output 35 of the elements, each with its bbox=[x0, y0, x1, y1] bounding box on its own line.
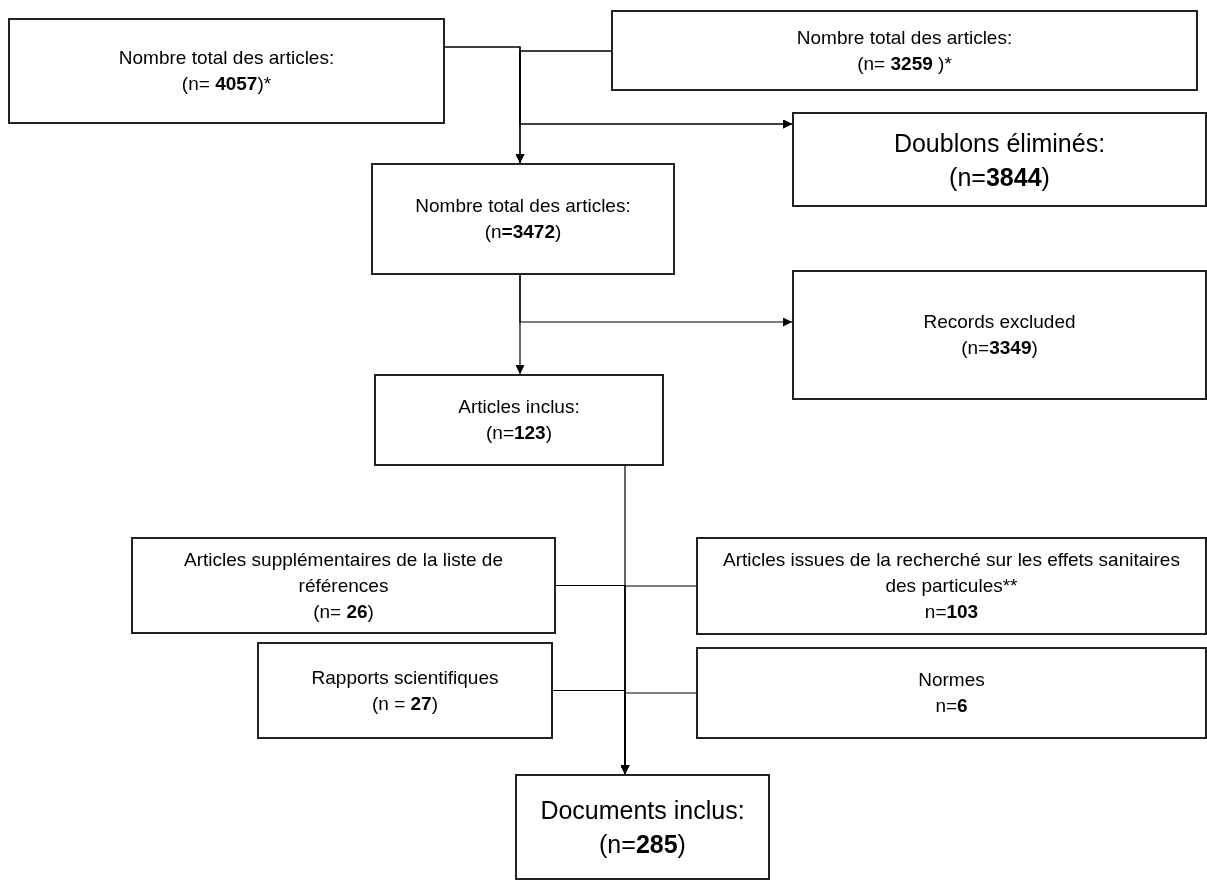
box-text: Documents inclus: bbox=[540, 795, 745, 826]
process-box bbox=[611, 10, 1198, 91]
process-box bbox=[792, 270, 1207, 400]
box-text: Normes bbox=[918, 668, 985, 692]
process-box bbox=[371, 163, 675, 275]
box-text: Nombre total des articles: bbox=[796, 25, 1013, 50]
box-text: Doublons éliminés: bbox=[893, 127, 1106, 159]
arrow bbox=[519, 50, 793, 129]
box-text: Articles supplémentaires de la liste de références bbox=[183, 547, 504, 598]
box-text: n=103 bbox=[924, 600, 979, 624]
box-text: (n=285) bbox=[599, 829, 686, 860]
box-text: (n=123) bbox=[486, 421, 552, 445]
process-box bbox=[257, 642, 553, 739]
box-text: (n = 27) bbox=[372, 691, 438, 716]
box-text: Nombre total des articles: bbox=[118, 46, 335, 70]
process-box bbox=[515, 774, 770, 880]
box-text: (n=3349) bbox=[961, 336, 1038, 360]
box-text: Rapports scientifiques bbox=[311, 665, 499, 690]
box-text: (n=3844) bbox=[949, 161, 1050, 193]
process-box bbox=[696, 647, 1207, 739]
process-box bbox=[374, 374, 664, 466]
arrow bbox=[620, 692, 697, 775]
box-text: Records excluded bbox=[923, 310, 1076, 334]
box-text: (n= 3259 )* bbox=[857, 51, 952, 76]
box-text: n=6 bbox=[935, 694, 968, 718]
box-text: (n= 26) bbox=[313, 599, 374, 624]
box-text: (n= 4057)* bbox=[181, 72, 272, 96]
box-text: Articles inclus: bbox=[458, 395, 580, 419]
process-box bbox=[792, 112, 1207, 207]
process-box bbox=[8, 18, 445, 124]
process-box bbox=[696, 537, 1207, 635]
arrow bbox=[519, 274, 793, 327]
box-text: (n=3472) bbox=[484, 220, 562, 244]
box-text: Nombre total des articles: bbox=[415, 194, 631, 218]
process-box bbox=[131, 537, 556, 634]
